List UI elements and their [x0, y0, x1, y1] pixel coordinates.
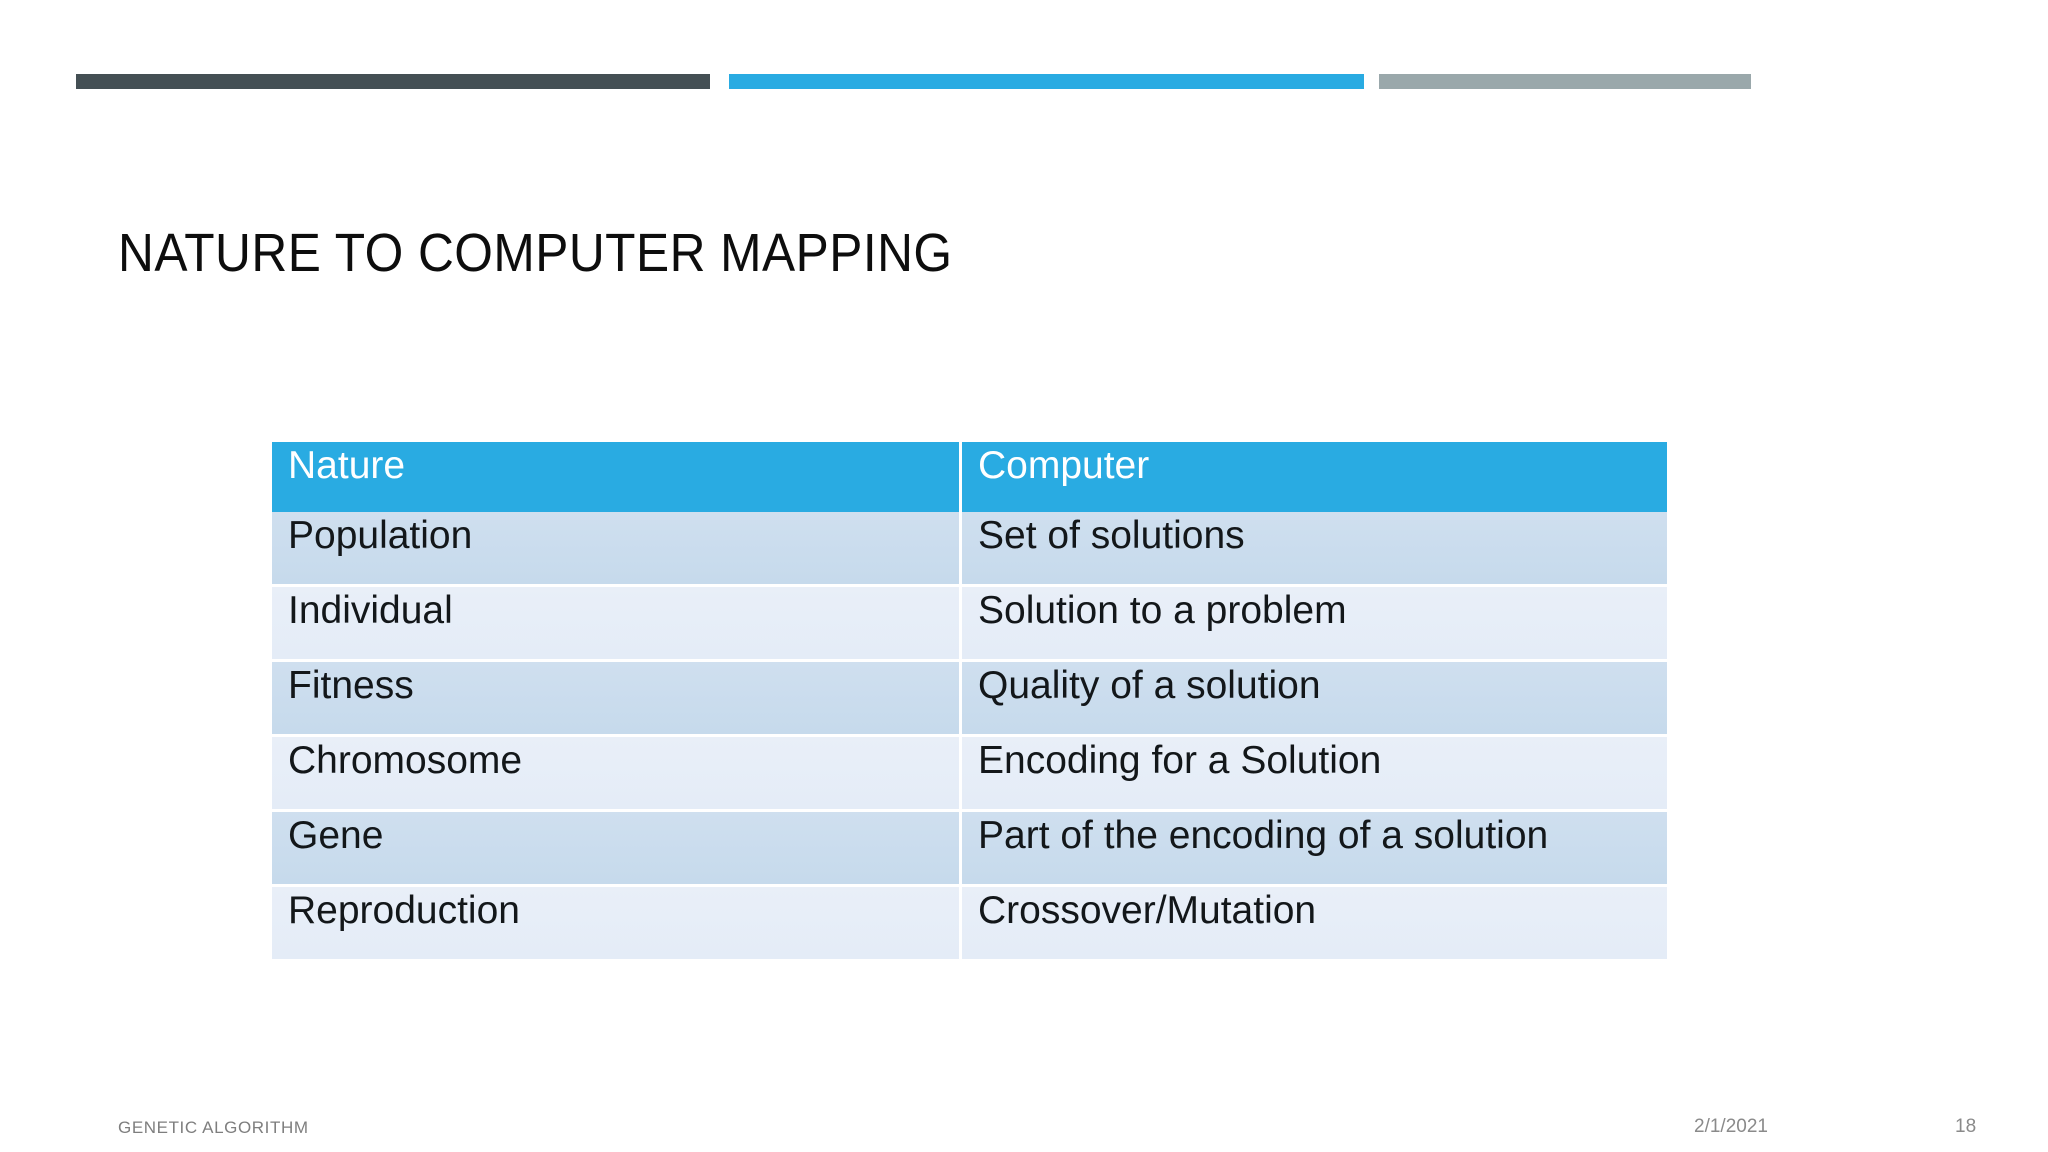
accent-bar-gray — [1379, 74, 1751, 89]
cell-nature: Population — [272, 512, 962, 587]
footer-deck-title: GENETIC ALGORITHM — [118, 1118, 309, 1137]
footer-date: 2/1/2021 — [1694, 1116, 1768, 1137]
accent-bar-cyan — [729, 74, 1364, 89]
cell-nature: Chromosome — [272, 737, 962, 812]
accent-bar-dark — [76, 74, 710, 89]
table-row: Reproduction Crossover/Mutation — [272, 887, 1667, 959]
table-row: Population Set of solutions — [272, 512, 1667, 587]
cell-computer: Encoding for a Solution — [962, 737, 1667, 812]
column-header-computer: Computer — [962, 442, 1667, 512]
cell-computer: Quality of a solution — [962, 662, 1667, 737]
nature-computer-mapping-table: Nature Computer Population Set of soluti… — [272, 442, 1667, 959]
cell-computer: Solution to a problem — [962, 587, 1667, 662]
table-row: Gene Part of the encoding of a solution — [272, 812, 1667, 887]
cell-computer: Crossover/Mutation — [962, 887, 1667, 959]
table-row: Fitness Quality of a solution — [272, 662, 1667, 737]
footer-page-number: 18 — [1955, 1116, 1977, 1137]
top-accent-bars — [0, 74, 2048, 90]
cell-computer: Set of solutions — [962, 512, 1667, 587]
table-body: Population Set of solutions Individual S… — [272, 512, 1667, 959]
page-title: NATURE TO COMPUTER MAPPING — [118, 223, 953, 283]
cell-computer: Part of the encoding of a solution — [962, 812, 1667, 887]
table-header: Nature Computer — [272, 442, 1667, 512]
cell-nature: Gene — [272, 812, 962, 887]
table-header-row: Nature Computer — [272, 442, 1667, 512]
column-header-nature: Nature — [272, 442, 962, 512]
table-row: Individual Solution to a problem — [272, 587, 1667, 662]
cell-nature: Fitness — [272, 662, 962, 737]
table-row: Chromosome Encoding for a Solution — [272, 737, 1667, 812]
cell-nature: Reproduction — [272, 887, 962, 959]
cell-nature: Individual — [272, 587, 962, 662]
